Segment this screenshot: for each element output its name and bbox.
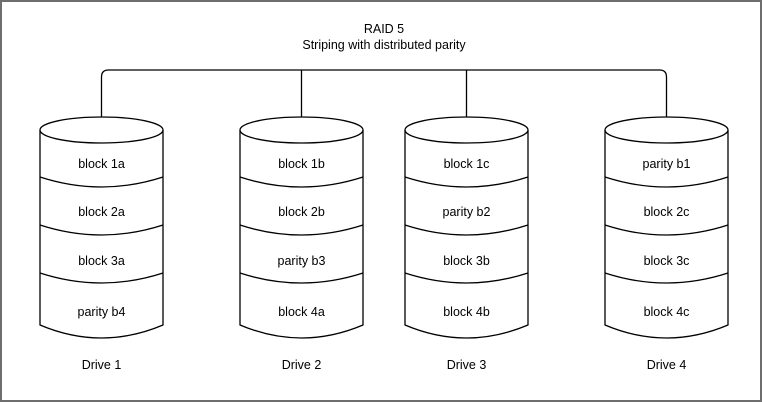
drive-block-label: block 4c: [644, 305, 690, 319]
cylinder-top-ellipse: [239, 116, 364, 144]
drive-cylinder-2: block 1b block 2b parity b3 block 4a Dri…: [239, 116, 364, 372]
drive-name-label: Drive 3: [447, 358, 487, 372]
cylinder-divider-arcs: [404, 176, 529, 284]
cylinder-body: [39, 130, 164, 339]
drive-block-label: block 4b: [443, 305, 490, 319]
drive-block-label: block 1b: [278, 157, 325, 171]
drive-cylinder-1: block 1a block 2a block 3a parity b4 Dri…: [39, 116, 164, 372]
drive-block-label: block 1a: [78, 157, 125, 171]
drive-name-label: Drive 2: [282, 358, 322, 372]
drive-name-label: Drive 4: [647, 358, 687, 372]
cylinder-body: [604, 130, 729, 339]
cylinder-divider-arcs: [239, 176, 364, 284]
drive-block-label: block 2b: [278, 205, 325, 219]
cylinder-top-ellipse: [404, 116, 529, 144]
drive-block-label: parity b2: [443, 205, 491, 219]
drive-block-label: block 3c: [644, 254, 690, 268]
drive-name-label: Drive 1: [82, 358, 122, 372]
bus-connector-line: [100, 69, 668, 118]
drive-block-label: parity b1: [643, 157, 691, 171]
drive-cylinder-3: block 1c parity b2 block 3b block 4b Dri…: [404, 116, 529, 372]
drive-block-label: parity b4: [78, 305, 126, 319]
drive-block-label: block 3b: [443, 254, 490, 268]
drive-cylinder-4: parity b1 block 2c block 3c block 4c Dri…: [604, 116, 729, 372]
cylinder-top-ellipse: [604, 116, 729, 144]
diagram-title: RAID 5: [364, 22, 404, 36]
drive-block-label: block 2a: [78, 205, 125, 219]
cylinder-divider-arcs: [604, 176, 729, 284]
diagram-subtitle: Striping with distributed parity: [302, 38, 466, 52]
drive-block-label: block 1c: [444, 157, 490, 171]
drive-block-label: block 4a: [278, 305, 325, 319]
cylinder-body: [239, 130, 364, 339]
cylinder-body: [404, 130, 529, 339]
cylinder-divider-arcs: [39, 176, 164, 284]
cylinder-top-ellipse: [39, 116, 164, 144]
drive-block-label: block 2c: [644, 205, 690, 219]
drive-block-label: block 3a: [78, 254, 125, 268]
drive-block-label: parity b3: [278, 254, 326, 268]
